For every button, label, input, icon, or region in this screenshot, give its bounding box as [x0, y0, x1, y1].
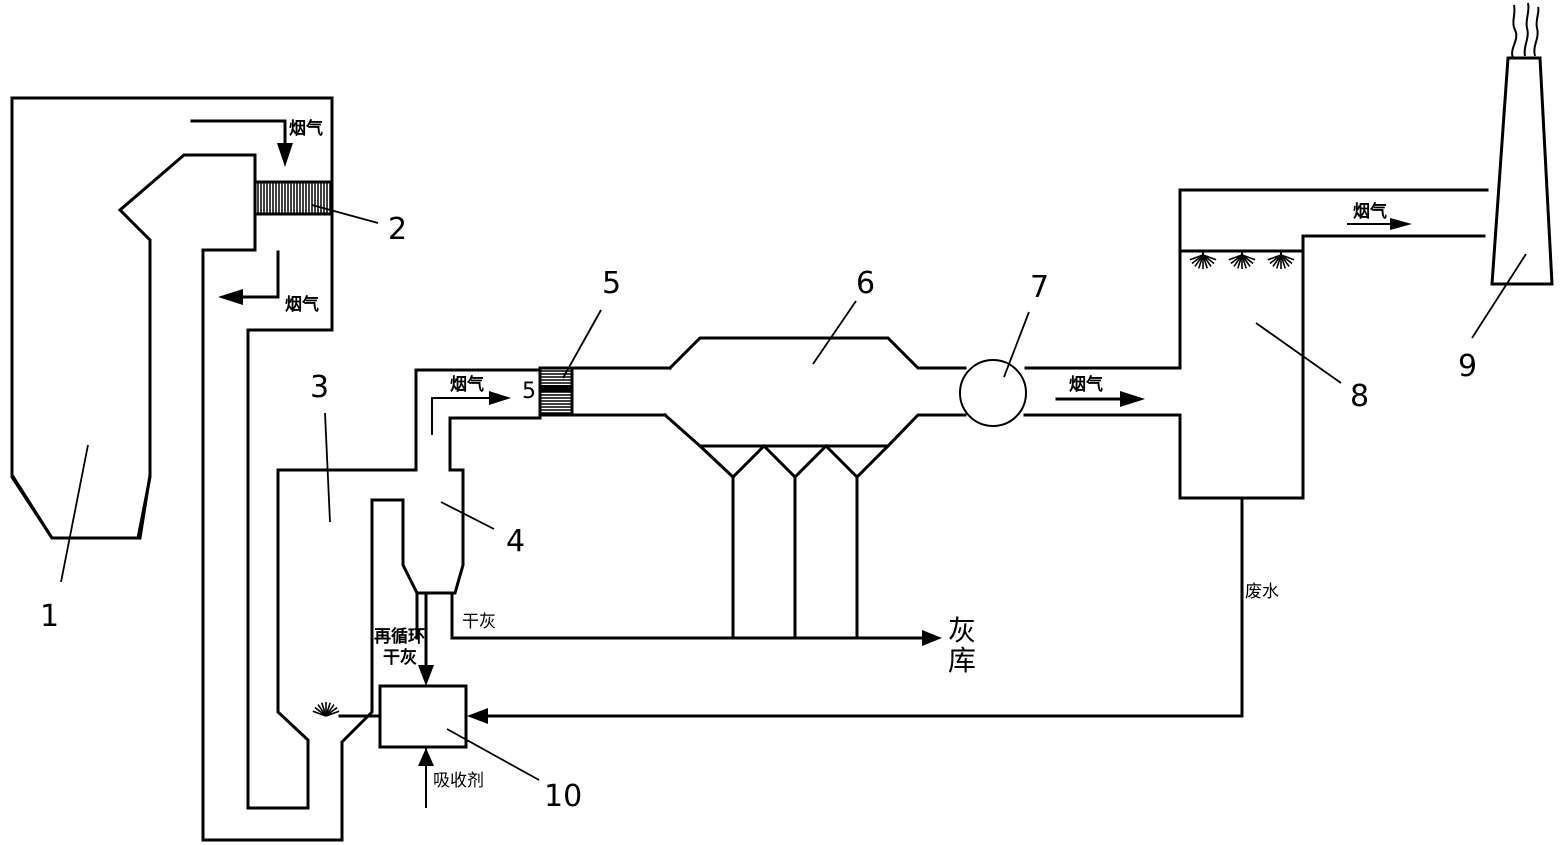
label-mixing-tank: 10 [544, 779, 582, 814]
electrostatic-precipitator [662, 336, 967, 640]
cyclone-separator [415, 591, 454, 640]
text-recirculated-line1: 再循环 [374, 626, 425, 647]
flow-arrow-cyclone [431, 391, 511, 435]
flow-arrow-to-chimney [1347, 218, 1412, 230]
label-fan: 7 [1030, 270, 1049, 305]
label-chimney: 9 [1458, 349, 1477, 384]
leader-lines [60, 204, 1527, 781]
label-precipitator: 6 [856, 266, 875, 301]
text-ash-silo-line1: 灰 [948, 614, 976, 647]
label-cyclone: 4 [506, 524, 525, 559]
label-desulfurization-tower: 8 [1350, 379, 1369, 414]
mixing-tank [338, 684, 468, 808]
label-boiler: 1 [40, 599, 59, 634]
text-flue-gas-top: 烟气 [289, 118, 323, 139]
spray-line [1228, 254, 1243, 261]
recirculated-ash-line [418, 591, 434, 686]
text-flue-gas-to-chimney: 烟气 [1353, 201, 1387, 222]
text-ash-silo-line2: 库 [948, 644, 976, 677]
spray-line [325, 710, 340, 717]
label-drying-tower: 3 [310, 370, 329, 405]
text-absorbent: 吸收剂 [433, 771, 484, 791]
desulfurization-tower [1178, 188, 1489, 500]
label-heat-exchanger-5: 5 [602, 266, 621, 301]
heat-exchanger-5 [538, 366, 574, 417]
text-flue-gas-down: 烟气 [285, 294, 319, 315]
spray-line [1267, 254, 1282, 261]
label-heat-exchanger-2: 2 [388, 212, 407, 247]
text-flue-gas-after-fan: 烟气 [1069, 374, 1103, 395]
waste-water-line [467, 496, 1244, 724]
boiler [10, 98, 152, 540]
hx5-core [541, 385, 571, 392]
chimney [1490, 2, 1554, 286]
text-waste-water: 废水 [1245, 582, 1279, 602]
duct-to-precipitator [538, 366, 672, 417]
dry-ash-line [450, 630, 942, 646]
flow-arrow-top [190, 119, 293, 167]
label-heat-exchanger-5-inline: 5 [522, 379, 536, 404]
text-flue-gas-cyclone: 烟气 [450, 374, 484, 395]
text-recirculated-line2: 干灰 [383, 647, 417, 668]
induced-draft-fan [959, 359, 1182, 427]
flow-arrow-down-left [218, 250, 280, 305]
spray-nozzles-tower [1189, 251, 1295, 269]
spray-line [1189, 254, 1204, 261]
spray-nozzle-drying-tower [312, 702, 340, 717]
heat-exchanger-2 [253, 180, 334, 216]
flow-arrow-after-fan [1055, 391, 1145, 407]
text-dry-ash: 干灰 [462, 612, 496, 632]
